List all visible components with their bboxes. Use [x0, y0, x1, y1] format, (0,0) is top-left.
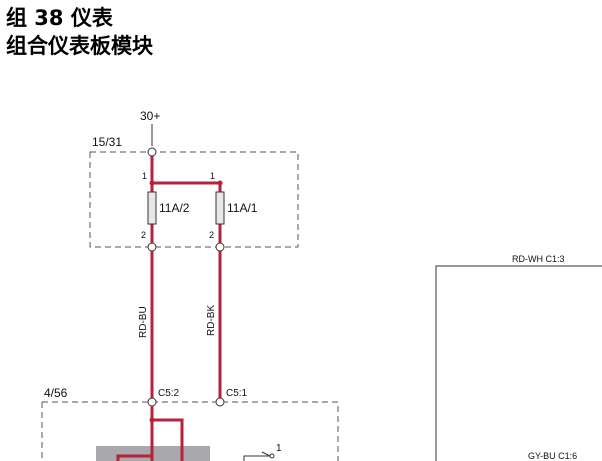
right-panel-outline — [435, 265, 602, 461]
fuse-left-pin-bottom: 2 — [141, 230, 146, 240]
fuse-right-pin-bottom: 2 — [209, 230, 214, 240]
wire-right-color: RD-BK — [206, 305, 217, 336]
supply-label: 30+ — [140, 109, 160, 123]
fuse-left-label: 11A/2 — [159, 201, 190, 215]
module-outline — [41, 401, 339, 461]
fuse-right-label: 11A/1 — [227, 201, 258, 215]
switch-contact — [269, 453, 275, 459]
fuse-bus-wire — [150, 152, 222, 192]
node-supply — [147, 147, 157, 157]
switch-symbol — [243, 451, 271, 461]
connector-c5-2 — [147, 397, 157, 407]
node-junction — [149, 180, 155, 186]
module-id: 4/56 — [44, 386, 68, 400]
node-module-junction — [149, 417, 155, 423]
fusebox-id: 15/31 — [92, 135, 122, 149]
page-title: 组 38 仪表 — [6, 6, 113, 30]
connector-left-label: C5:2 — [158, 388, 180, 399]
fusebox-outline — [89, 151, 299, 248]
right-panel-bottom-label: GY-BU C1:6 — [528, 451, 577, 461]
fuse-11a2 — [147, 191, 157, 225]
wire-left-color: RD-BU — [138, 306, 149, 338]
module-internal-wire-3 — [116, 454, 152, 461]
node-fuse-left-out — [147, 242, 157, 252]
fuse-left-pin-top: 1 — [142, 171, 147, 181]
right-panel-top-label: RD-WH C1:3 — [512, 254, 565, 264]
module-internal-wire — [150, 406, 184, 461]
fuse-right-pin-top: 1 — [210, 171, 215, 181]
node-fuse-right-out — [215, 242, 225, 252]
switch-pin-label: 1 — [276, 443, 282, 454]
connector-right-label: C5:1 — [226, 388, 248, 399]
page-subtitle: 组合仪表板模块 — [6, 34, 153, 58]
connector-c5-1 — [215, 397, 225, 407]
fuse-11a1 — [215, 191, 225, 225]
node-junction-right — [217, 180, 223, 186]
